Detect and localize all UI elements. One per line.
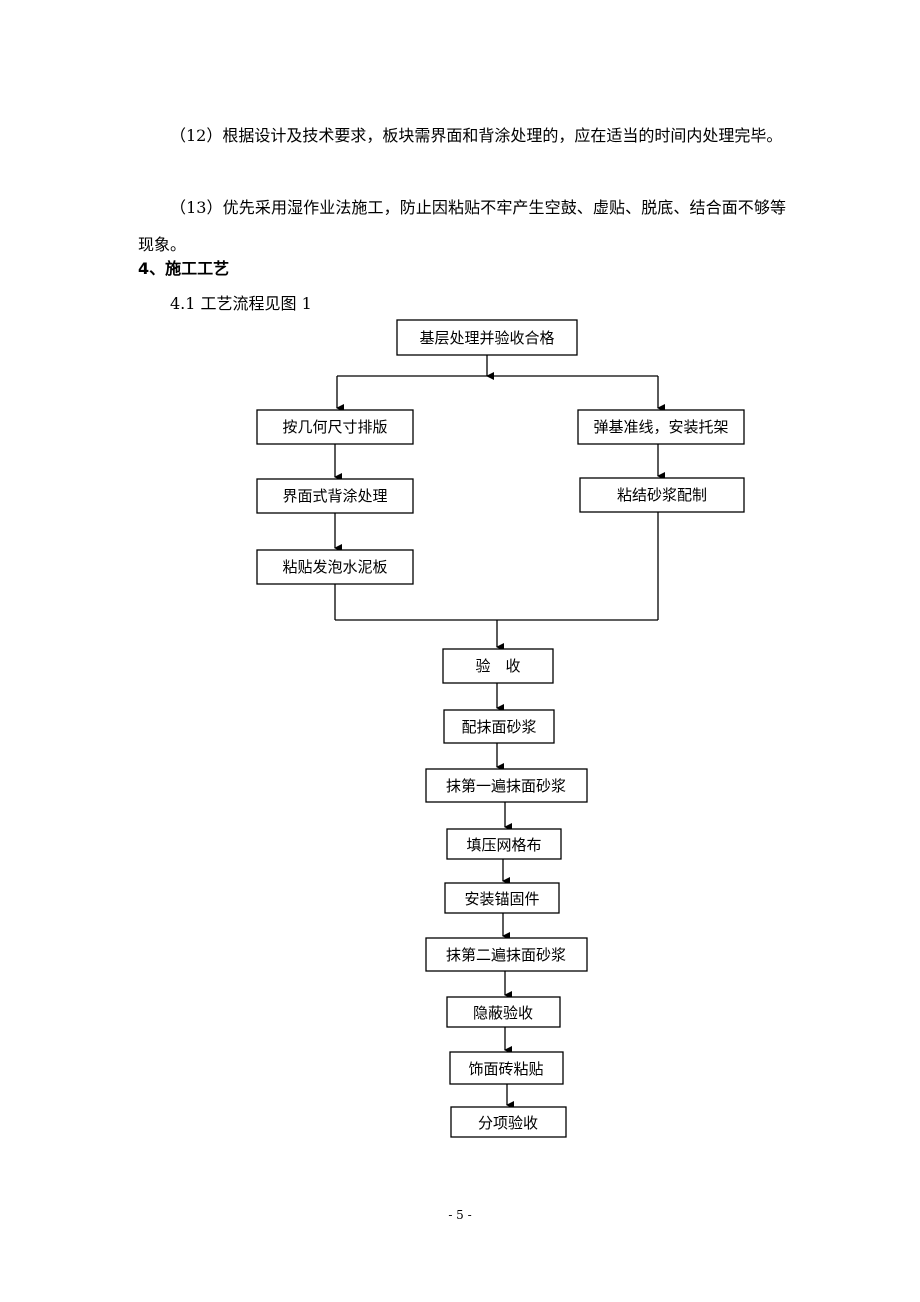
flow-step-label: 抹第一遍抹面砂浆	[446, 777, 566, 795]
paragraph-12: （12）根据设计及技术要求，板块需界面和背涂处理的，应在适当的时间内处理完毕。	[170, 126, 783, 145]
flow-step-second-plaster-coat: 抹第二遍抹面砂浆	[425, 937, 588, 972]
flow-step-acceptance: 验 收	[442, 648, 554, 684]
flow-step-bond-foam-cement-board: 粘贴发泡水泥板	[256, 549, 414, 585]
flow-step-prepare-plaster-mortar: 配抹面砂浆	[443, 709, 555, 744]
flow-step-base-treatment: 基层处理并验收合格	[396, 319, 578, 356]
flow-step-label: 分项验收	[478, 1114, 538, 1132]
flow-step-concealed-inspection: 隐蔽验收	[446, 996, 561, 1028]
flow-step-label: 隐蔽验收	[473, 1004, 533, 1022]
flow-step-label: 粘贴发泡水泥板	[282, 558, 387, 576]
flow-step-baseline-bracket: 弹基准线，安装托架	[577, 409, 745, 445]
flow-step-label: 粘结砂浆配制	[617, 486, 707, 504]
flow-step-tile-bonding: 饰面砖粘贴	[449, 1051, 564, 1085]
page-number: - 5 -	[448, 1208, 472, 1222]
flow-step-label: 抹第二遍抹面砂浆	[446, 946, 566, 964]
flow-step-label: 验 收	[475, 657, 520, 675]
paragraph-13: （13）优先采用湿作业法施工，防止因粘贴不牢产生空鼓、虚贴、脱底、结合面不够等现…	[138, 198, 786, 254]
flow-step-label: 饰面砖粘贴	[468, 1060, 543, 1078]
flow-step-bonding-mortar-mix: 粘结砂浆配制	[579, 477, 745, 513]
flow-step-embed-mesh: 填压网格布	[446, 828, 562, 860]
section-title: 4、施工工艺	[138, 259, 230, 278]
flow-step-first-plaster-coat: 抹第一遍抹面砂浆	[425, 768, 588, 803]
flow-step-install-anchors: 安装锚固件	[444, 882, 560, 914]
flow-step-label: 安装锚固件	[464, 890, 539, 908]
flow-connectors	[334, 355, 665, 1109]
flow-step-label: 按几何尺寸排版	[282, 418, 387, 436]
flow-step-layout-by-dimensions: 按几何尺寸排版	[256, 409, 414, 445]
flow-step-label: 基层处理并验收合格	[419, 329, 554, 347]
flow-step-interface-back-coating: 界面式背涂处理	[256, 478, 414, 514]
flow-step-label: 弹基准线，安装托架	[593, 418, 728, 436]
flow-step-label: 配抹面砂浆	[461, 718, 536, 736]
flow-step-label: 填压网格布	[466, 836, 541, 854]
subsection-title: 4.1 工艺流程见图 1	[170, 294, 312, 313]
flow-step-item-acceptance: 分项验收	[450, 1106, 567, 1138]
flow-step-label: 界面式背涂处理	[282, 487, 387, 505]
